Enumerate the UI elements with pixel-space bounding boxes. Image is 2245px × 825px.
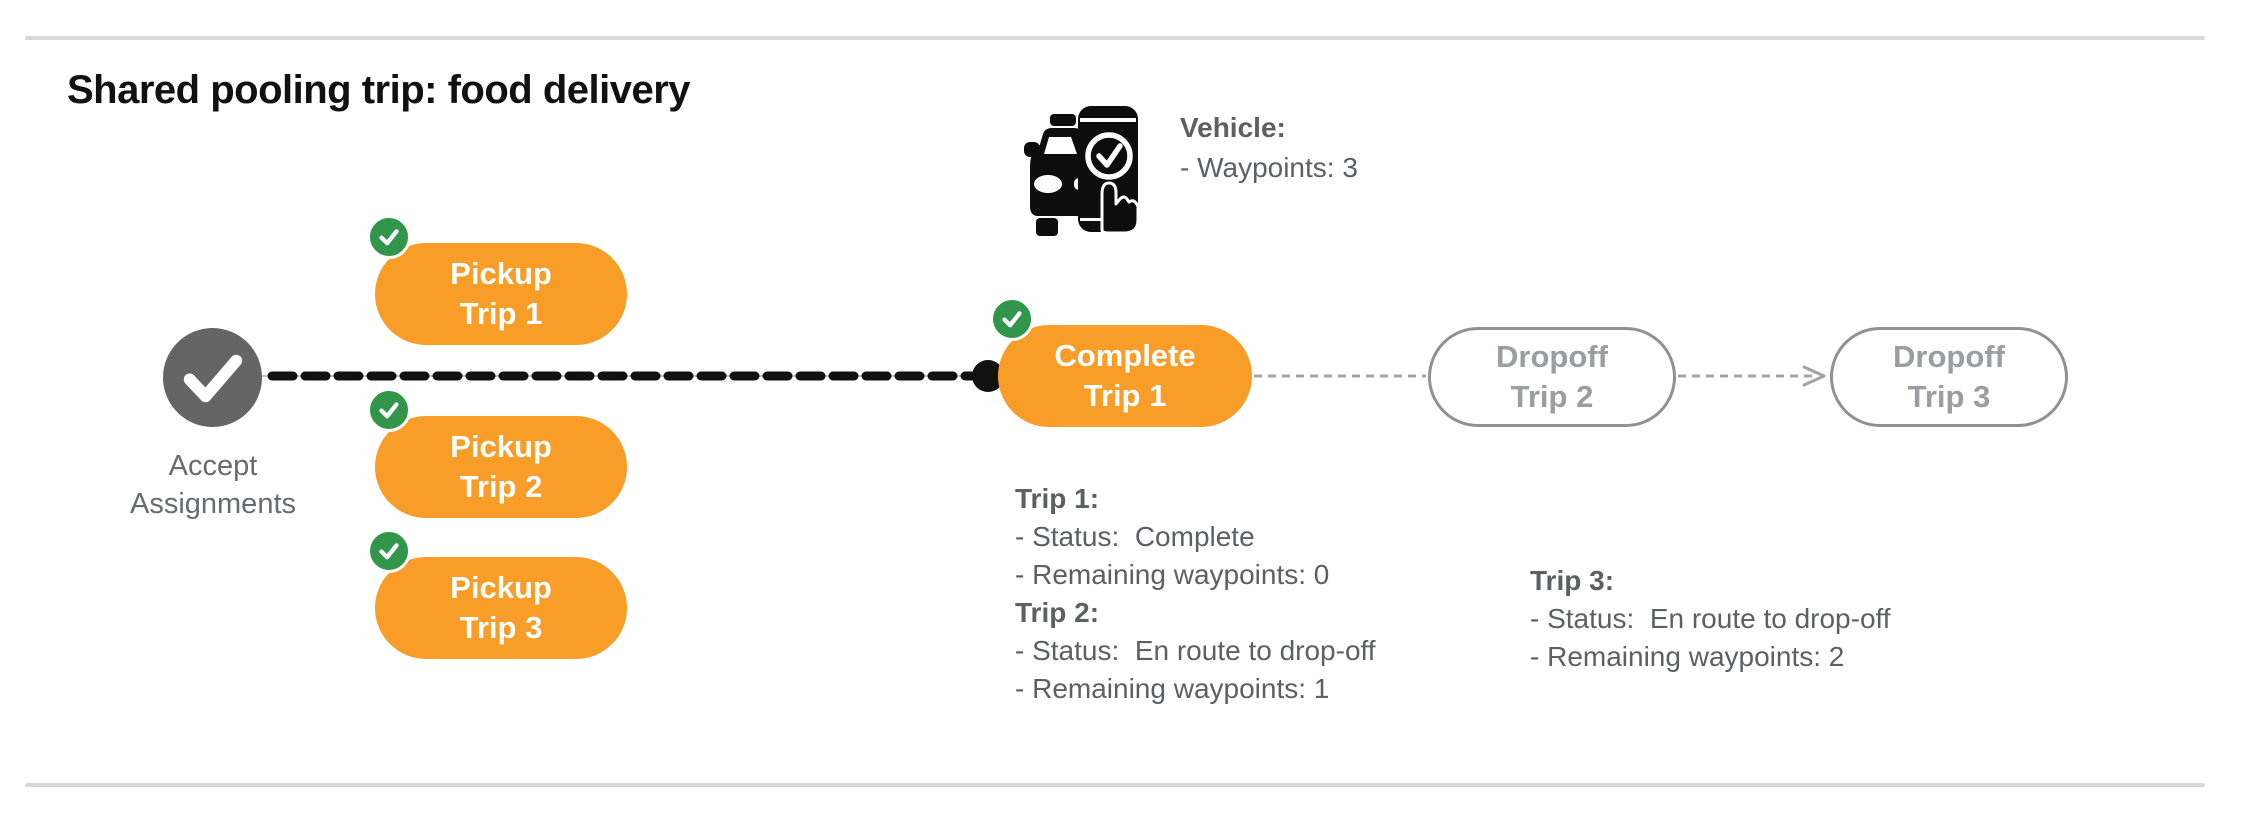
trip-3-waypoints: - Remaining waypoints: 2 [1530,641,1845,672]
check-icon [183,354,243,403]
top-divider [25,36,2205,40]
trip-details-left: Trip 1: - Status: Complete - Remaining w… [1015,480,1376,708]
check-badge-icon [367,388,411,432]
node-accept-assignments [163,328,262,427]
node-dropoff-trip-3: Dropoff Trip 3 [1830,327,2068,427]
check-badge-icon [367,215,411,259]
node-label: Pickup Trip 1 [450,256,552,331]
bottom-divider [25,783,2205,787]
current-waypoint-dot [972,360,1004,392]
trip-2-status: - Status: En route to drop-off [1015,635,1376,666]
car-phone-check-icon [1022,92,1144,244]
trip-2-heading: Trip 2: [1015,597,1100,628]
trip-1-waypoints: - Remaining waypoints: 0 [1015,559,1330,590]
node-pickup-trip-3: Pickup Trip 3 [367,529,627,659]
node-pickup-trip-2: Pickup Trip 2 [367,388,627,518]
node-label: Pickup Trip 3 [450,570,552,645]
check-badge-icon [990,297,1034,341]
node-label: Pickup Trip 2 [450,429,552,504]
node-label: Dropoff Trip 3 [1893,339,2005,414]
check-badge-icon [367,529,411,573]
trip-3-status: - Status: En route to drop-off [1530,603,1891,634]
node-label: Complete Trip 1 [1054,338,1196,413]
figure-title: Shared pooling trip: food delivery [67,68,691,112]
trip-1-heading: Trip 1: [1015,483,1100,514]
accept-assignments-label: Accept Assignments [129,450,296,520]
trip-2-waypoints: - Remaining waypoints: 1 [1015,673,1330,704]
vehicle-label: Vehicle: [1180,112,1286,143]
trip-details-right: Trip 3: - Status: En route to drop-off -… [1530,562,1891,676]
node-label: Dropoff Trip 2 [1496,339,1608,414]
trip-1-status: - Status: Complete [1015,521,1255,552]
arrowhead-icon [1802,365,1826,387]
vehicle-waypoints: - Waypoints: 3 [1180,152,1358,183]
node-complete-trip-1: Complete Trip 1 [990,297,1252,427]
node-dropoff-trip-2: Dropoff Trip 2 [1428,327,1676,427]
vehicle-info: Vehicle: - Waypoints: 3 [1180,108,1358,188]
trip-3-heading: Trip 3: [1530,565,1615,596]
node-pickup-trip-1: Pickup Trip 1 [367,215,627,345]
